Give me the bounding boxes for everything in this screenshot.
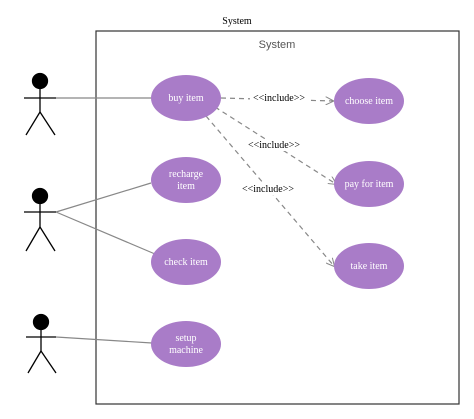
actor-2-icon (24, 187, 56, 252)
use-case-take-item: take item (334, 243, 404, 289)
association-actor-2-recharge-item (55, 182, 152, 213)
use-case-take-item-label: take item (351, 261, 388, 272)
system-boundary (95, 30, 460, 405)
use-case-recharge-item-label-1: recharge (169, 169, 204, 180)
use-case-choose-item: choose item (334, 78, 404, 124)
use-case-choose-item-label: choose item (345, 96, 393, 107)
outer-title: System (222, 16, 252, 27)
actor-3-icon (26, 313, 57, 374)
use-case-check-item: check item (151, 239, 221, 285)
system-boundary-title: System (259, 39, 296, 51)
use-case-recharge-item-label-2: item (177, 181, 195, 192)
actor-1-icon (24, 72, 56, 136)
use-case-pay-for-item-label: pay for item (345, 179, 394, 190)
use-case-check-item-label: check item (164, 257, 208, 268)
use-case-setup-machine: setup machine (151, 321, 221, 367)
use-case-buy-item: buy item (151, 75, 221, 121)
include-label-choose-item: <<include>> (253, 93, 305, 104)
use-case-pay-for-item: pay for item (334, 161, 404, 207)
use-case-recharge-item: recharge item (151, 157, 221, 203)
use-case-setup-machine-label-2: machine (169, 345, 203, 356)
use-case-buy-item-label: buy item (168, 93, 203, 104)
association-actor-3-setup-machine (55, 336, 153, 344)
include-arrow-take-item (205, 115, 334, 266)
association-actor-2-check-item (55, 211, 156, 255)
include-arrow-pay-for-item (214, 106, 336, 184)
use-case-setup-machine-label-1: setup (175, 333, 196, 344)
include-label-take-item: <<include>> (242, 184, 294, 195)
include-label-pay-for-item: <<include>> (248, 140, 300, 151)
